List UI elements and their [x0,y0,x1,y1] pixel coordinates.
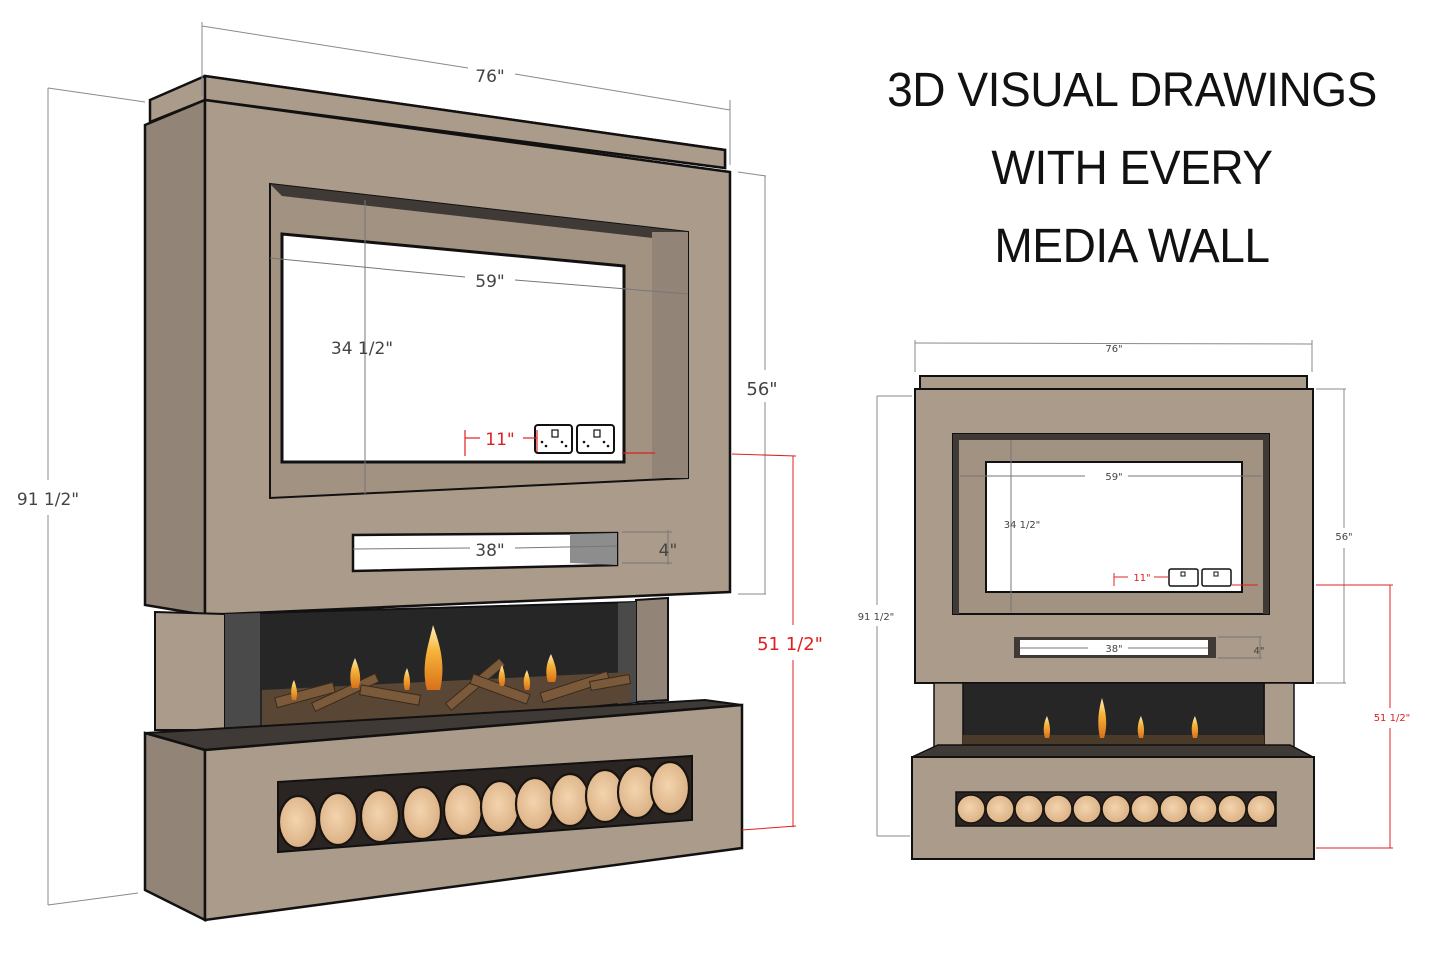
dim-shelf-width: 38" [475,541,504,561]
right-pillar [635,596,669,704]
front-dim-tv-width: 59" [1105,472,1122,483]
tv-screen [280,232,626,464]
dim-socket-offset: 11" [485,430,514,450]
front-top-cap [919,375,1308,390]
dim-tv-height: 34 1/2" [331,339,393,359]
flame-icon [291,625,557,700]
headline-line-2: WITH EVERY [991,142,1273,195]
dim-overall-width: 76" [475,67,504,87]
dim-socket-height: 51 1/2" [757,634,823,655]
dim-shelf-height: 4" [659,541,678,561]
front-dim-shelf-width: 38" [1105,644,1122,655]
dim-tv-width: 59" [475,272,504,292]
perspective-media-wall [47,22,797,923]
double-socket-icon [534,424,615,454]
hearth-side [143,731,207,923]
front-log-icon [956,794,1276,824]
fireplace-firebox [224,600,637,742]
front-dim-upper-height: 56" [1335,532,1352,543]
upper-side [143,98,207,617]
headline-line-1: 3D VISUAL DRAWINGS [887,64,1377,117]
front-dim-tv-height: 34 1/2" [1004,520,1041,531]
dim-upper-height: 56" [746,379,777,400]
headline-line-3: MEDIA WALL [994,220,1270,273]
front-dim-socket-height: 51 1/2" [1374,713,1411,724]
front-dim-overall-height: 91 1/2" [858,612,895,623]
front-dim-socket-offset: 11" [1133,573,1150,584]
left-pillar [154,610,226,731]
dim-overall-height: 91 1/2" [17,490,79,510]
headline: 3D VISUAL DRAWINGS WITH EVERY MEDIA WALL [852,52,1412,286]
front-dim-overall-width: 76" [1105,344,1122,355]
front-media-wall [876,340,1393,860]
front-dim-shelf-height: 4" [1254,646,1265,657]
log-icon [277,760,691,850]
front-tv-screen [985,461,1243,593]
